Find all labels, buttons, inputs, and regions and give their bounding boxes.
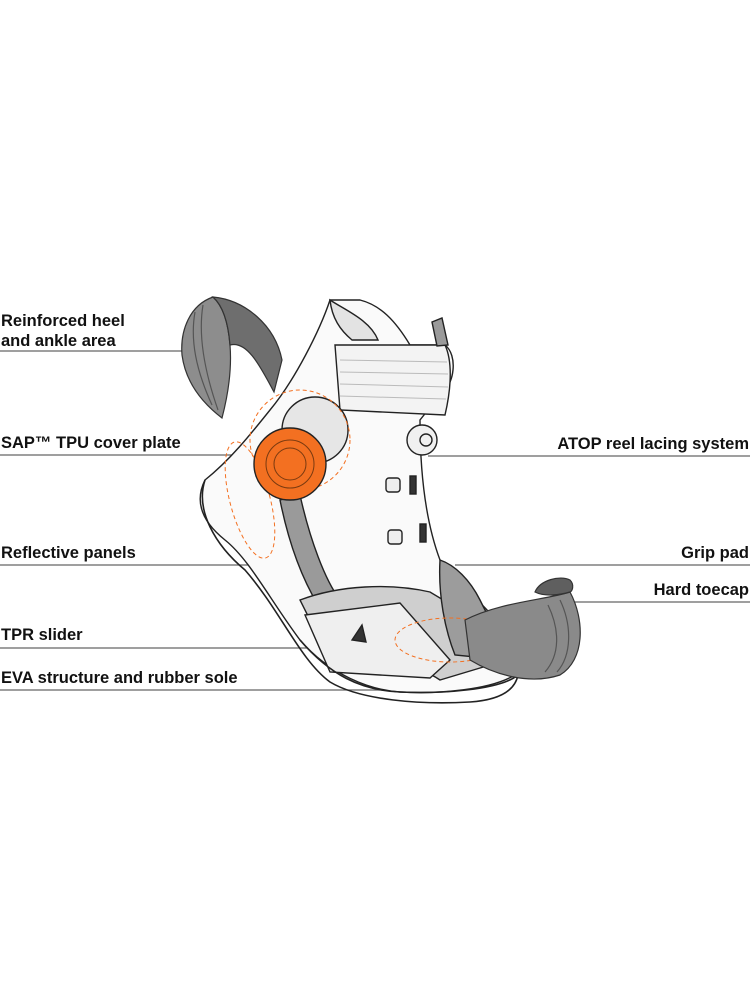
- label-atop-reel: ATOP reel lacing system: [557, 435, 749, 453]
- leader-lines: [0, 350, 750, 691]
- heel-counter-part: [181, 296, 283, 420]
- label-sap-cover-plate: SAP™ TPU cover plate: [1, 434, 181, 452]
- label-grip-pad: Grip pad: [681, 544, 749, 562]
- label-heel-line2: and ankle area: [1, 332, 116, 350]
- label-hard-toecap: Hard toecap: [653, 581, 749, 599]
- label-heel-line1: Reinforced heel: [1, 312, 125, 330]
- sap-cover-plate: [253, 427, 327, 501]
- shoe-body: [199, 298, 520, 704]
- label-eva-sole: EVA structure and rubber sole: [1, 669, 238, 687]
- label-tpr-slider: TPR slider: [1, 626, 83, 644]
- hard-toecap-part: [464, 577, 581, 680]
- label-reflective-panels: Reflective panels: [1, 544, 136, 562]
